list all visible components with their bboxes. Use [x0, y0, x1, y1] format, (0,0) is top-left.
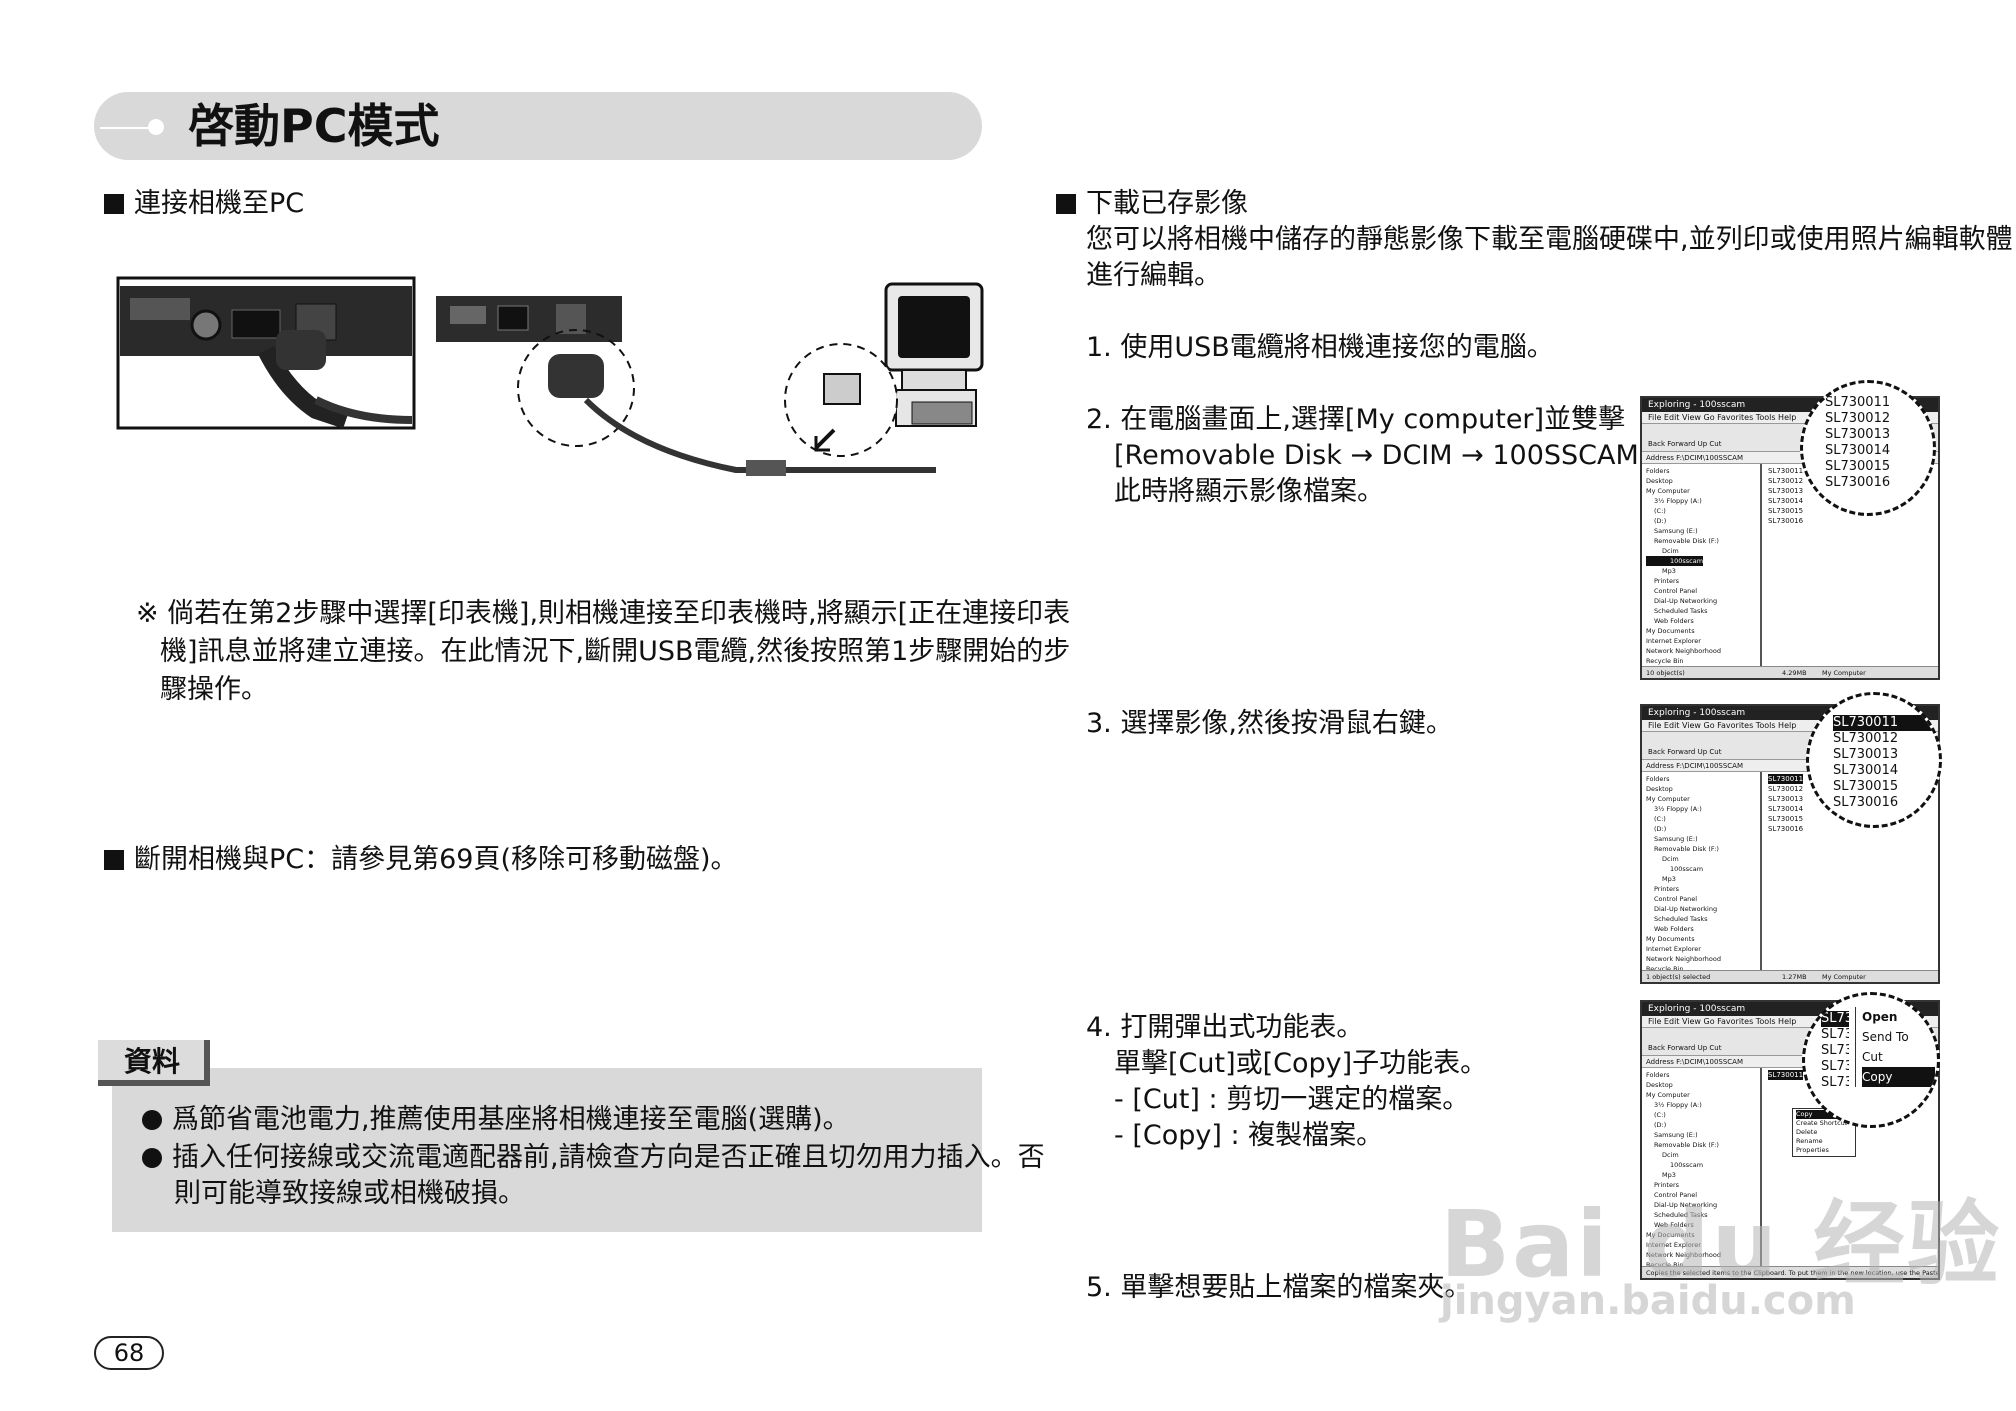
watermark-logo: Bai du 经验 [1440, 1191, 2002, 1298]
step-4-line-4: - [Copy] : 複製檔案。 [1114, 1120, 1384, 1151]
download-intro-line-1: 您可以將相機中儲存的靜態影像下載至電腦硬碟中,並列印或使用照片編輯軟體 [1086, 224, 2013, 255]
step-1: 1. 使用USB電纜將相機連接您的電腦。 [1086, 332, 1554, 363]
file-list-magnifier-1: SL730011 SL730012 SL730013 SL730014 SL73… [1800, 380, 1936, 516]
page-title: 啓動PC模式 [188, 99, 440, 153]
step-5: 5. 單擊想要貼上檔案的檔案夾。 [1086, 1272, 1472, 1303]
context-menu-zoom: Open Send To Cut Copy [1855, 1007, 1935, 1087]
menu-copy: Copy [1862, 1067, 1935, 1087]
square-bullet-icon [1056, 194, 1076, 214]
disconnect-heading: 斷開相機與PC：請參見第69頁(移除可移動磁盤)。 [104, 842, 738, 878]
dot-bullet-icon [142, 1110, 162, 1130]
usb-cable [583, 397, 936, 473]
title-decoration-line [100, 127, 148, 129]
note-item-2-cont: 則可能導致接線或相機破損。 [174, 1178, 525, 1209]
square-bullet-icon [104, 194, 124, 214]
step-4-line-2: 單擊[Cut]或[Copy]子功能表。 [1114, 1048, 1488, 1079]
menu-open: Open [1862, 1010, 1898, 1024]
connect-heading: 連接相機至PC [104, 186, 304, 222]
arrow-icon [814, 428, 836, 450]
file-list-magnifier-2: SL730011 SL730012 SL730013 SL730014 SL73… [1806, 692, 1942, 828]
step-2-line-2: [Removable Disk → DCIM → 100SSCAM]。 [1114, 440, 1677, 471]
notes-box [112, 1068, 982, 1232]
watermark-url: jingyan.baidu.com [1440, 1278, 1856, 1324]
download-heading: 下載已存影像 [1056, 186, 1248, 222]
menu-cut: Cut [1862, 1050, 1883, 1064]
menu-send-to: Send To [1862, 1030, 1909, 1044]
page-number: 68 [94, 1336, 164, 1370]
square-bullet-icon [104, 850, 124, 870]
notes-tab-label: 資料 [124, 1045, 181, 1078]
step-4-line-3: - [Cut] : 剪切一選定的檔案。 [1114, 1084, 1470, 1115]
download-intro-line-2: 進行編輯。 [1086, 260, 1221, 291]
step-4-line-1: 4. 打開彈出式功能表。 [1086, 1012, 1364, 1043]
monitor-screen [898, 296, 970, 358]
camera-pc-connection-illustration [116, 276, 984, 476]
step-3: 3. 選擇影像,然後按滑鼠右鍵。 [1086, 708, 1453, 739]
printer-note-line-2: 機]訊息並將建立連接。在此情況下,斷開USB電纜,然後按照第1步驟開始的步 [160, 636, 1071, 667]
printer-note-line-3: 驟操作。 [160, 674, 268, 705]
explorer-screenshot-1: Exploring - 100sscam File Edit View Go F… [1640, 396, 1940, 680]
magnify-circle [517, 329, 635, 447]
context-menu-magnifier: SL730011 SL730012 SL730013 SL730014 SL73… [1802, 992, 1940, 1128]
note-item-1: 爲節省電池電力,推薦使用基座將相機連接至電腦(選購)。 [142, 1102, 850, 1138]
usb-plug-closeup [276, 330, 326, 370]
title-decoration-dot [148, 119, 164, 135]
status-bar: Copies the selected items to the Clipboa… [1642, 1266, 1938, 1278]
note-item-2: 插入任何接線或交流電適配器前,請檢查方向是否正確且切勿用力插入。否 [142, 1140, 1045, 1176]
title-banner [94, 92, 982, 160]
notes-tab [98, 1040, 210, 1086]
usb-plug [548, 354, 604, 398]
step-2-line-1: 2. 在電腦畫面上,選擇[My computer]並雙擊 [1086, 404, 1626, 435]
dot-bullet-icon [142, 1148, 162, 1168]
explorer-screenshot-3: Exploring - 100sscam File Edit View Go F… [1640, 1000, 1940, 1280]
printer-note-line-1: ※ 倘若在第2步驟中選擇[印表機],則相機連接至印表機時,將顯示[正在連接印表 [136, 598, 1071, 629]
keyboard [911, 401, 973, 425]
step-2-line-3: 此時將顯示影像檔案。 [1114, 476, 1384, 507]
